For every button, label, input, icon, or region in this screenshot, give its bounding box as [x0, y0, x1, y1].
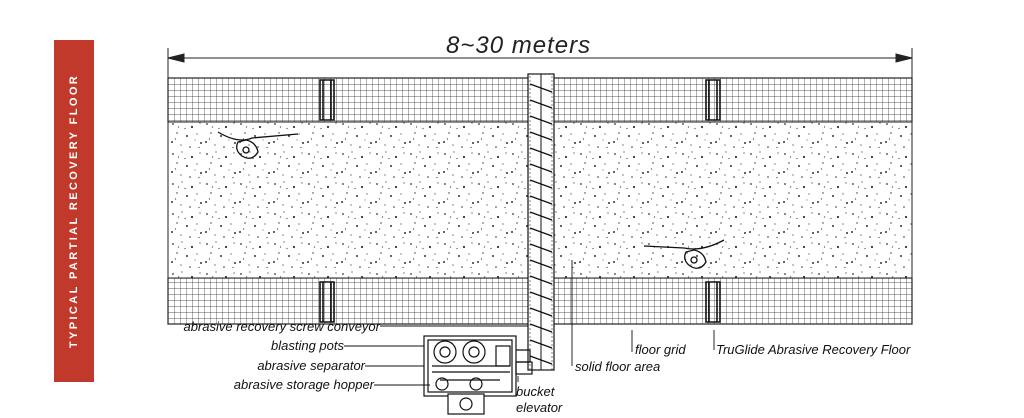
label-bucket: bucket	[516, 384, 555, 399]
side-title-tab: TYPICAL PARTIAL RECOVERY FLOOR	[54, 40, 94, 382]
equipment-cluster	[423, 335, 533, 415]
solid-floor-right	[553, 121, 913, 279]
blast-operator-right	[643, 239, 725, 269]
label-screw-conveyor: abrasive recovery screw conveyor	[183, 319, 380, 334]
solid-floor-left	[167, 121, 529, 279]
label-solid-floor-area: solid floor area	[575, 359, 661, 374]
label-abrasive-separator: abrasive separator	[257, 358, 365, 373]
label-floor-grid: floor grid	[635, 342, 686, 357]
label-blasting-pots: blasting pots	[271, 338, 344, 353]
label-storage-hopper: abrasive storage hopper	[233, 377, 374, 392]
label-truglide-floor: TruGlide Abrasive Recovery Floor	[716, 342, 911, 357]
blast-operator-left	[217, 131, 299, 159]
grid-supports	[319, 79, 721, 323]
leader-lines	[344, 260, 715, 386]
dimension-line	[167, 48, 913, 78]
screw-conveyor	[527, 73, 555, 371]
dimension-label: 8~30 meters	[446, 32, 592, 59]
label-elevator: elevator	[516, 400, 563, 415]
